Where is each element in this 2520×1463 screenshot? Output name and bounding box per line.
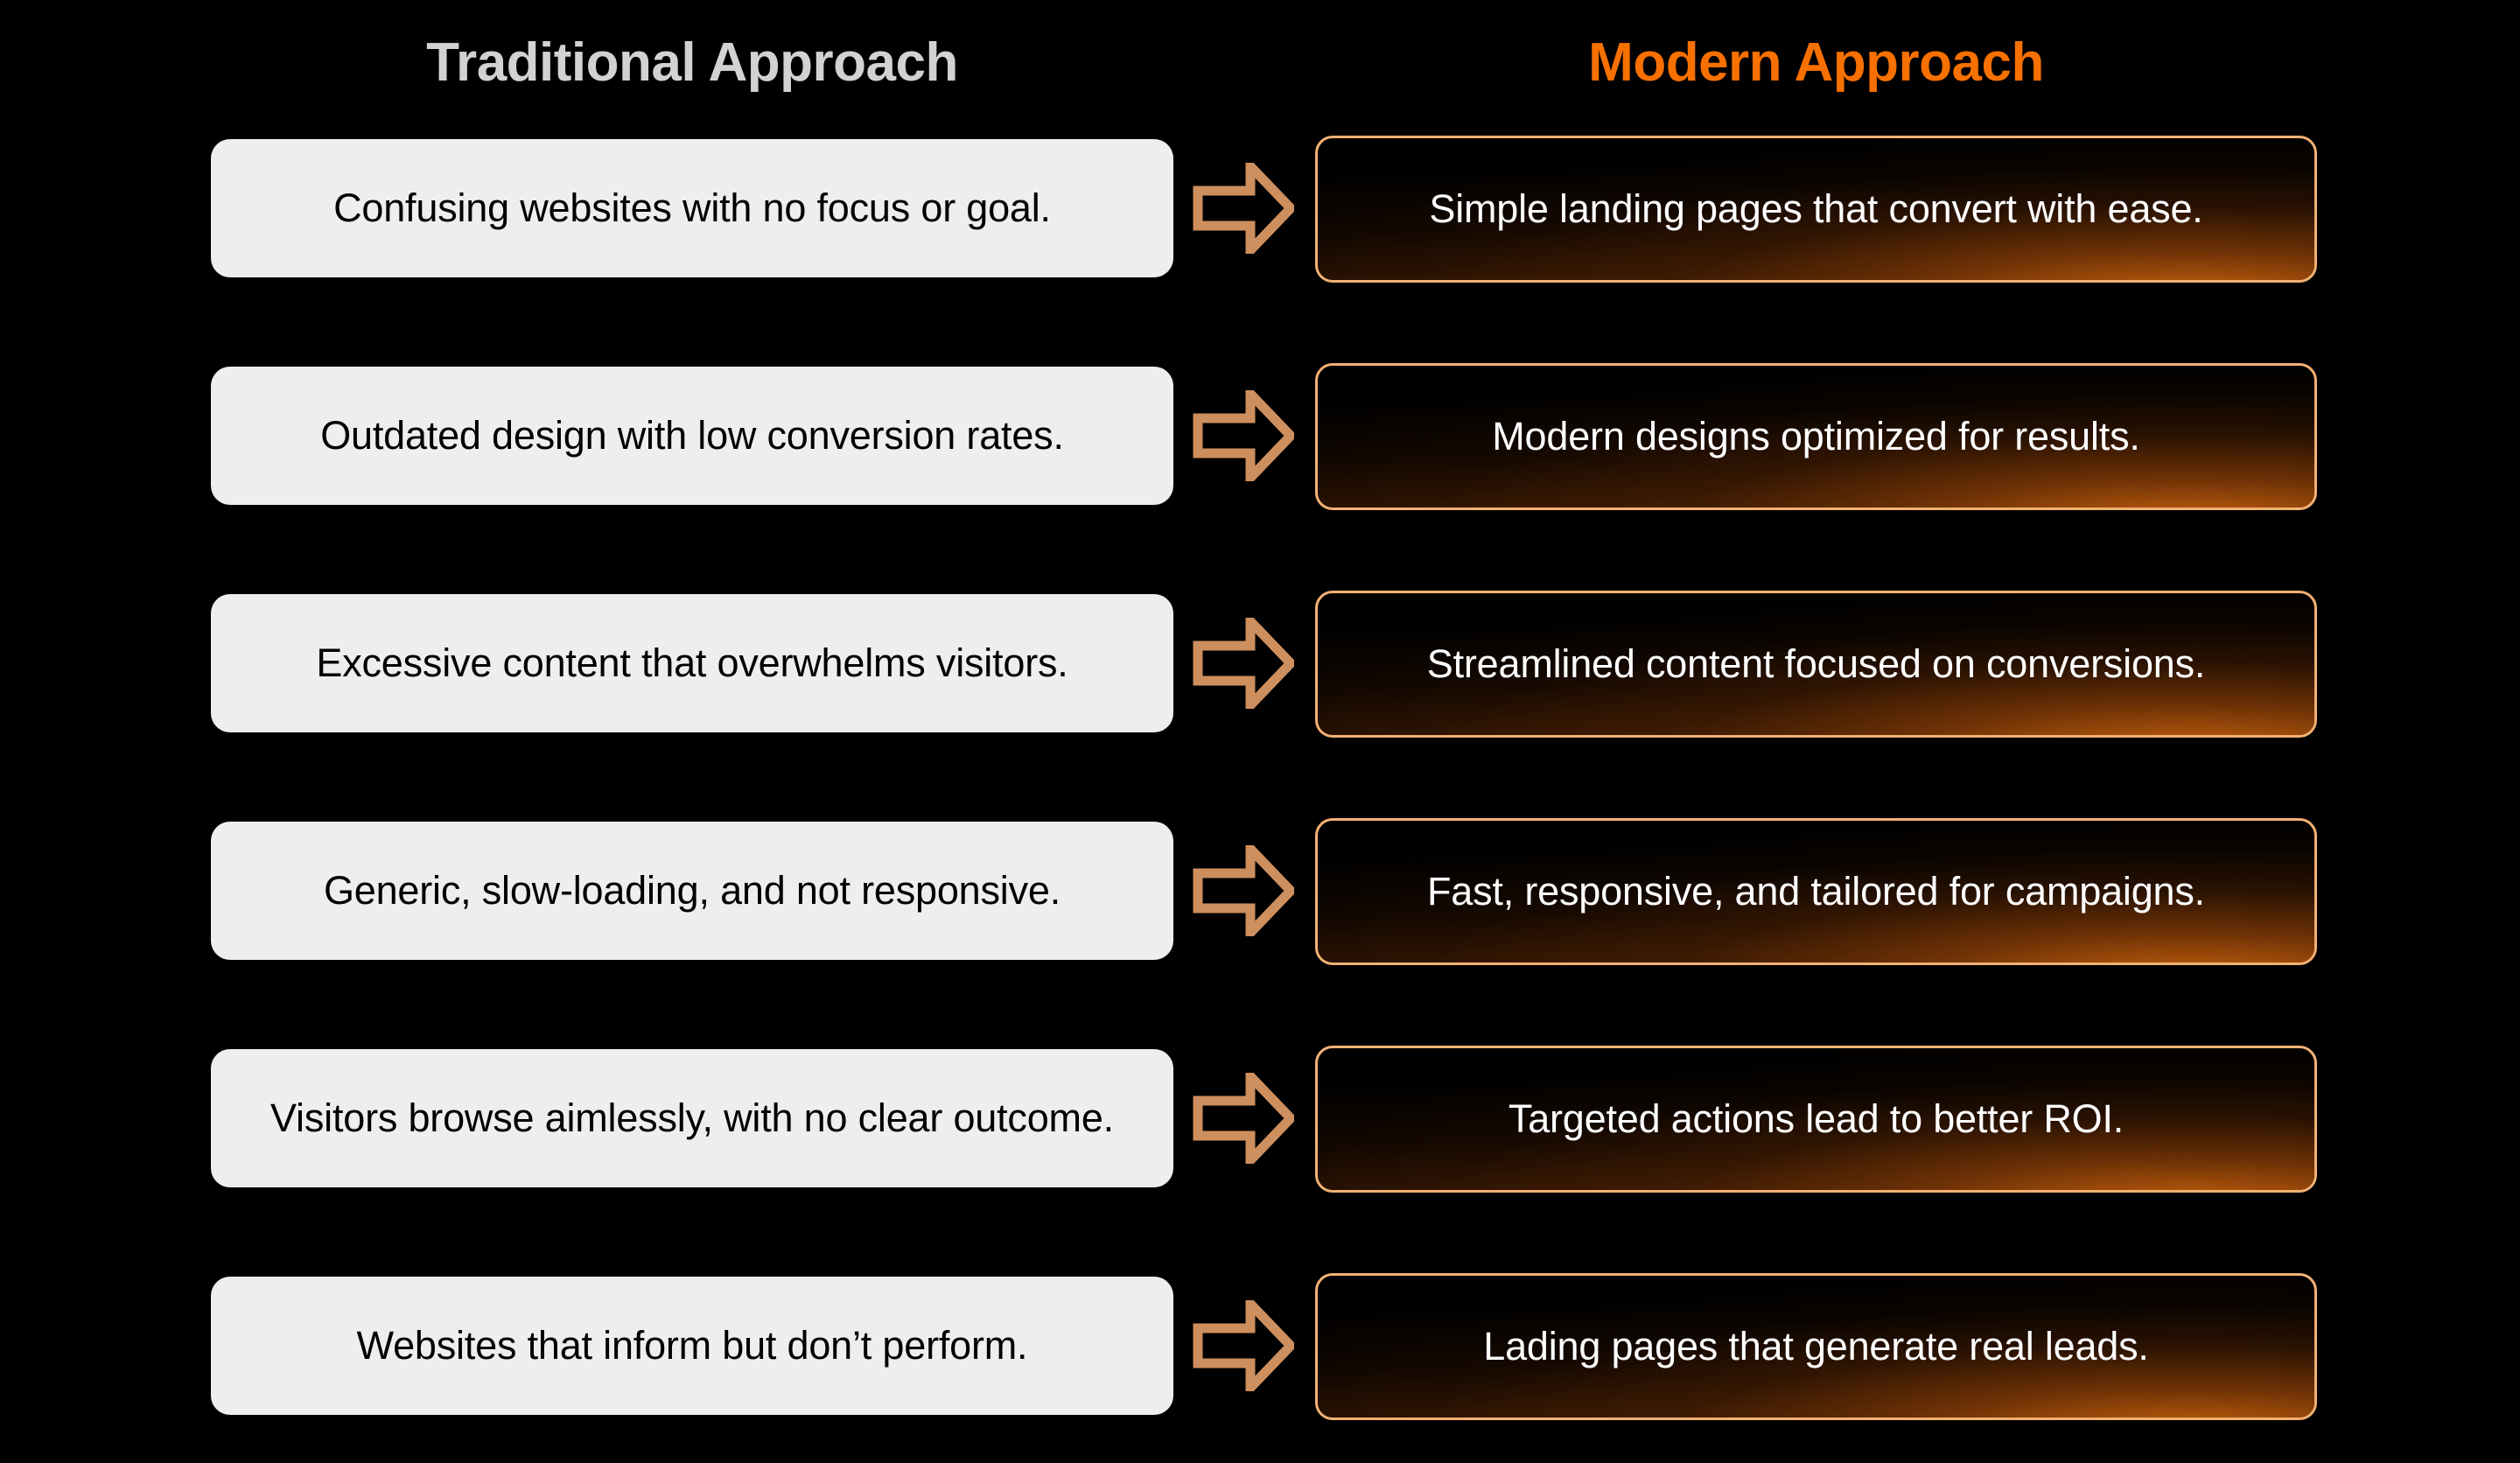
modern-card-1[interactable]: Simple landing pages that convert with e… [1315,136,2317,283]
traditional-card-text-1: Confusing websites with no focus or goal… [333,186,1051,230]
modern-card-4[interactable]: Fast, responsive, and tailored for campa… [1315,818,2317,965]
traditional-card-5[interactable]: Visitors browse aimlessly, with no clear… [211,1049,1173,1187]
traditional-card-3[interactable]: Excessive content that overwhelms visito… [211,594,1173,732]
modern-card-text-1: Simple landing pages that convert with e… [1429,186,2203,231]
arrow-right-outline-icon-5 [1193,1073,1294,1164]
arrow-right-outline-icon-1 [1193,163,1294,254]
column-header-traditional: Traditional Approach [426,32,958,93]
modern-card-text-5: Targeted actions lead to better ROI. [1508,1096,2124,1141]
column-headers: Traditional Approach Modern Approach [0,0,2520,131]
comparison-row-3: Excessive content that overwhelms visito… [0,591,2520,738]
modern-card-text-4: Fast, responsive, and tailored for campa… [1427,869,2205,914]
modern-card-text-6: Lading pages that generate real leads. [1483,1324,2149,1368]
arrow-right-outline-icon-2 [1193,390,1294,481]
column-header-modern: Modern Approach [1588,32,2044,93]
traditional-card-6[interactable]: Websites that inform but don’t perform. [211,1277,1173,1415]
traditional-card-text-4: Generic, slow-loading, and not responsiv… [323,868,1061,913]
modern-card-6[interactable]: Lading pages that generate real leads. [1315,1273,2317,1420]
comparison-row-6: Websites that inform but don’t perform. … [0,1273,2520,1420]
modern-card-3[interactable]: Streamlined content focused on conversio… [1315,591,2317,738]
traditional-card-text-2: Outdated design with low conversion rate… [320,413,1064,458]
arrow-right-outline-icon-4 [1193,845,1294,936]
arrow-right-outline-icon-3 [1193,618,1294,709]
modern-card-text-2: Modern designs optimized for results. [1492,414,2140,458]
modern-card-text-3: Streamlined content focused on conversio… [1426,641,2206,686]
traditional-card-text-6: Websites that inform but don’t perform. [356,1323,1028,1368]
traditional-card-4[interactable]: Generic, slow-loading, and not responsiv… [211,822,1173,960]
modern-card-2[interactable]: Modern designs optimized for results. [1315,363,2317,510]
modern-card-5[interactable]: Targeted actions lead to better ROI. [1315,1046,2317,1193]
comparison-row-1: Confusing websites with no focus or goal… [0,136,2520,283]
arrow-right-outline-icon-6 [1193,1300,1294,1391]
comparison-row-4: Generic, slow-loading, and not responsiv… [0,818,2520,965]
traditional-card-1[interactable]: Confusing websites with no focus or goal… [211,139,1173,277]
comparison-row-5: Visitors browse aimlessly, with no clear… [0,1046,2520,1193]
comparison-row-2: Outdated design with low conversion rate… [0,363,2520,510]
traditional-card-2[interactable]: Outdated design with low conversion rate… [211,367,1173,505]
traditional-card-text-3: Excessive content that overwhelms visito… [316,640,1068,685]
traditional-card-text-5: Visitors browse aimlessly, with no clear… [270,1096,1114,1140]
